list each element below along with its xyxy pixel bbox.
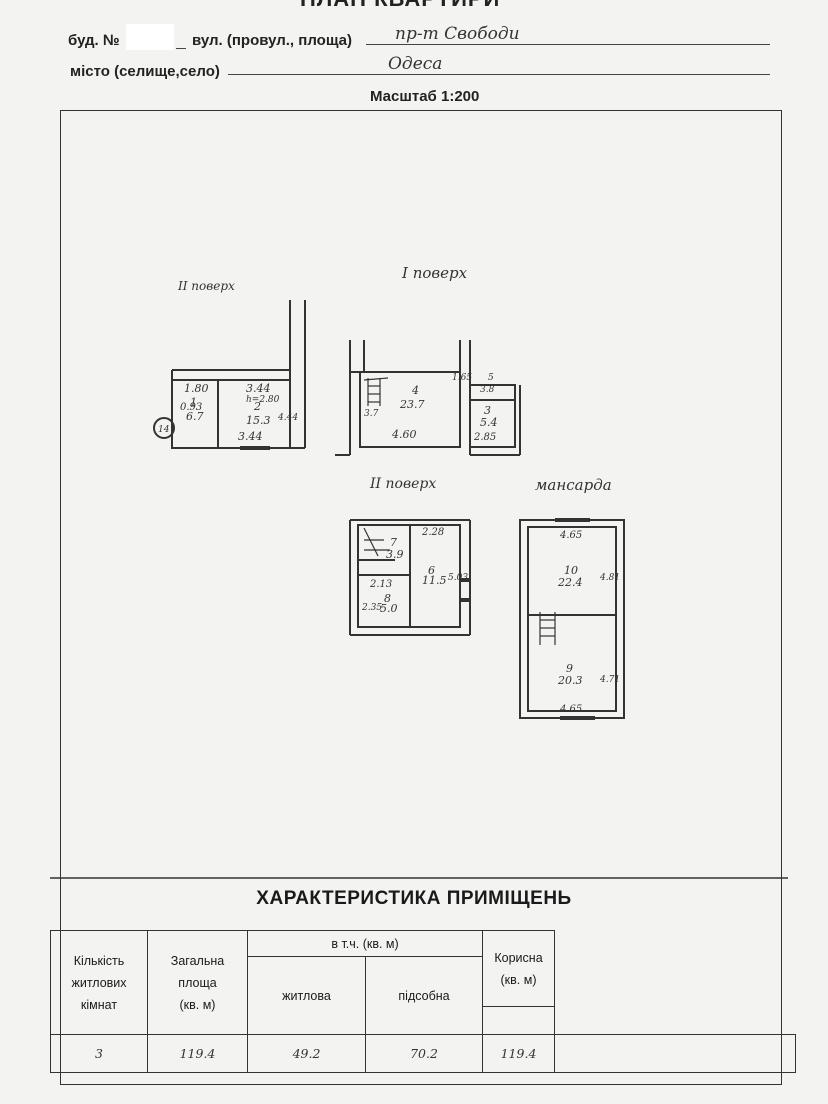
room-2-area: 15.3: [246, 414, 271, 427]
dim-attic-top: 4.65: [559, 530, 582, 541]
city-value: Одеса: [388, 54, 443, 74]
value-useful-area: 119.4: [482, 1034, 556, 1073]
dim-r4-side: 3.7: [364, 409, 379, 419]
attic-outline: [519, 519, 625, 719]
attic-label: мансарда: [535, 476, 612, 494]
value-living-area: 49.2: [247, 1034, 366, 1073]
header-useful-spacer: [482, 1006, 556, 1035]
value-aux-area: 70.2: [364, 1034, 484, 1073]
city-line: [228, 74, 770, 75]
header-including: в т.ч. (кв. м): [246, 930, 484, 957]
header-aux: підсобна: [364, 956, 484, 1035]
room-8-num: 8: [384, 592, 391, 605]
dim-r8-side: 2.35: [361, 603, 382, 613]
dim-r2-top: 3.44: [246, 382, 271, 395]
room-3-area: 5.4: [480, 416, 498, 429]
room-5-area: 3.8: [480, 385, 495, 395]
building-number-label: буд. №: [68, 32, 120, 49]
building-number-line: [176, 48, 186, 49]
dim-r1-side: 0.93: [180, 402, 202, 413]
room-7-num: 7: [390, 536, 397, 549]
room-4-num: 4: [411, 384, 419, 397]
city-label: місто (селище,село): [70, 63, 220, 80]
room-4-area: 23.7: [399, 398, 425, 411]
floor2-left-label: II поверх: [177, 279, 235, 293]
characteristics-title: ХАРАКТЕРИСТИКА ПРИМІЩЕНЬ: [256, 888, 572, 909]
street-line: [366, 44, 770, 45]
dim-r6-side: 5.03: [448, 573, 468, 583]
value-rooms-count: 3: [50, 1034, 148, 1073]
header-living: житлова: [247, 956, 366, 1035]
dim-r4-bottom: 4.60: [391, 428, 417, 441]
scale-label: Масштаб 1:200: [370, 88, 480, 105]
dim-r5-side: 1.65: [452, 373, 472, 383]
dim-attic-side2: 4.71: [599, 675, 620, 685]
room-9-num: 9: [566, 662, 573, 675]
room-4-outline: [359, 371, 461, 448]
room-10-area: 22.4: [557, 576, 583, 589]
room-2-num: 2: [253, 400, 261, 413]
room-6-num: 6: [428, 564, 435, 577]
floor1-label: I поверх: [401, 264, 468, 282]
room-3-num: 3: [484, 404, 491, 417]
room-1-num: 1: [190, 396, 197, 409]
dim-r2-bottom: 3.44: [238, 430, 263, 443]
value-total-area: 119.4: [147, 1034, 248, 1073]
room-8-area: 5.0: [380, 602, 398, 615]
dim-r7-top: 2.28: [421, 527, 444, 538]
dim-r1-w: 1.80: [184, 382, 209, 395]
redacted-area: [126, 24, 174, 50]
street-label: вул. (провул., площа): [192, 32, 352, 49]
dim-r7-mid: 2.13: [369, 579, 392, 590]
marker-circle: [153, 417, 175, 439]
room-10-num: 10: [564, 564, 578, 577]
table-empty-cell: [554, 930, 796, 1035]
dim-attic-bottom: 4.65: [559, 704, 582, 715]
header-useful: Корисна(кв. м): [482, 930, 556, 1007]
marker-number: 14: [158, 425, 170, 435]
dim-r2-height: h=2.80: [246, 395, 280, 405]
dim-attic-side1: 4.81: [599, 573, 620, 583]
room-6-area: 11.5: [422, 574, 447, 587]
dim-r3-bottom: 2.85: [473, 432, 496, 443]
room-1-area: 6.7: [186, 410, 204, 423]
dim-r2-right: 4.44: [277, 413, 298, 423]
street-value: пр-т Свободи: [395, 24, 520, 44]
room-5-num: 5: [488, 373, 494, 383]
room-7-area: 3.9: [386, 548, 404, 561]
value-empty-cell: [554, 1034, 797, 1073]
plan-frame: [60, 110, 782, 1085]
plan-title: ПЛАН КВАРТИРИ: [300, 0, 500, 12]
floor2-label: II поверх: [369, 476, 436, 492]
room-9-area: 20.3: [557, 674, 583, 687]
